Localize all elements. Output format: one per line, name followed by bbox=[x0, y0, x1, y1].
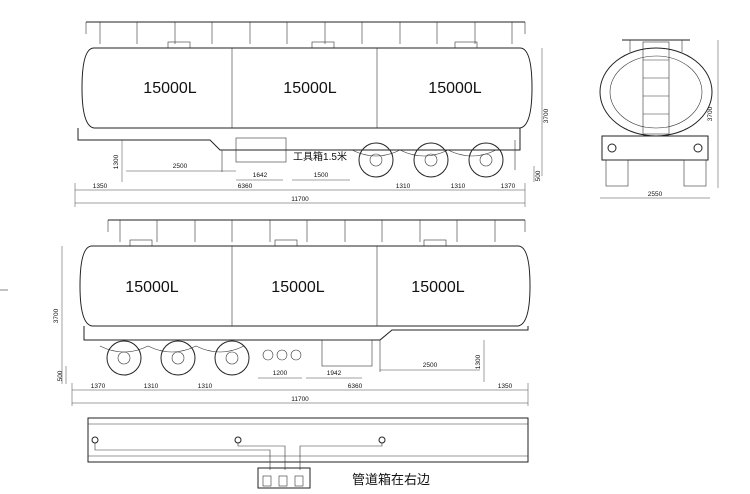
dim-rear: 1370 bbox=[91, 383, 106, 390]
tail-light bbox=[693, 143, 703, 153]
toolbox-label: 工具箱1.5米 bbox=[293, 150, 347, 163]
dim-rear: 1370 bbox=[501, 183, 516, 190]
wheel bbox=[358, 142, 394, 178]
plan-frame bbox=[87, 417, 529, 463]
plan-view: 管道箱在右边 bbox=[87, 417, 529, 489]
dim-ground: 500 bbox=[57, 370, 64, 381]
wheel bbox=[214, 340, 250, 376]
dim-rear-height: 3700 bbox=[707, 106, 714, 121]
chassis bbox=[83, 326, 529, 341]
compartment-label: 15000L bbox=[428, 80, 481, 97]
pipe-fitting bbox=[91, 436, 99, 444]
compartment-label: 15000L bbox=[283, 80, 336, 97]
pipe-run bbox=[94, 443, 271, 470]
dim-1942: 1942 bbox=[327, 370, 342, 377]
dim-height: 3700 bbox=[53, 308, 60, 323]
pipe-fitting bbox=[234, 436, 242, 444]
toolbox bbox=[235, 137, 287, 163]
dimensions-bottom: 3700 500 1200 1942 2500 1300 1370 1310 1… bbox=[53, 246, 529, 406]
rear-bumper bbox=[601, 135, 709, 161]
compartment-label: 15000L bbox=[411, 279, 464, 296]
manhole bbox=[311, 41, 335, 49]
side-view-bottom: 15000L 15000L 15000L 3700 500 1200 1942 … bbox=[53, 219, 531, 406]
dim-axle2: 1310 bbox=[451, 183, 466, 190]
wheel bbox=[413, 142, 449, 178]
tank-end bbox=[599, 47, 713, 137]
dim-1200: 1200 bbox=[273, 370, 288, 377]
dim-1500: 1500 bbox=[314, 172, 329, 179]
dim-axle1: 1310 bbox=[396, 183, 411, 190]
dim-2500: 2500 bbox=[423, 362, 438, 369]
wheel bbox=[468, 142, 504, 178]
pipe-run bbox=[299, 443, 383, 470]
suspension bbox=[99, 345, 245, 353]
handrail-top bbox=[85, 21, 526, 44]
dim-wheelbase: 6360 bbox=[348, 383, 363, 390]
dim-wheelbase: 6360 bbox=[238, 183, 253, 190]
manhole bbox=[454, 41, 478, 49]
dim-kingpin-height: 1300 bbox=[475, 354, 482, 369]
dim-front: 1350 bbox=[93, 183, 108, 190]
compartment-label: 15000L bbox=[143, 80, 196, 97]
valve bbox=[276, 349, 288, 361]
dim-kingpin-height: 1300 bbox=[113, 154, 120, 169]
dim-ground: 500 bbox=[535, 170, 542, 181]
wheel bbox=[160, 340, 196, 376]
manhole bbox=[129, 239, 153, 247]
dim-height: 3700 bbox=[543, 108, 550, 123]
compartment-label: 15000L bbox=[271, 279, 324, 296]
chassis bbox=[77, 128, 521, 151]
tail-light bbox=[607, 143, 617, 153]
manhole bbox=[423, 239, 447, 247]
pipe-box-note: 管道箱在右边 bbox=[352, 472, 430, 487]
dim-total: 11700 bbox=[291, 396, 309, 403]
compartment-label: 15000L bbox=[125, 279, 178, 296]
valve bbox=[262, 349, 274, 361]
suspension bbox=[351, 149, 497, 157]
manhole bbox=[274, 239, 298, 247]
ladder bbox=[642, 41, 670, 135]
dim-total: 11700 bbox=[291, 196, 309, 203]
pipe-box bbox=[257, 467, 311, 489]
pipe-box bbox=[321, 339, 373, 367]
side-view-top: 15000L 15000L 15000L 工具箱1.5米 3700 1300 2… bbox=[74, 21, 550, 207]
dim-1642: 1642 bbox=[253, 172, 268, 179]
dim-rear-width: 2550 bbox=[648, 191, 663, 198]
wheel bbox=[106, 340, 142, 376]
dim-front: 1350 bbox=[498, 383, 513, 390]
pipe-fitting bbox=[378, 436, 386, 444]
valve bbox=[290, 349, 302, 361]
tank-body bbox=[79, 245, 531, 327]
rear-view: 3700 2550 bbox=[599, 39, 719, 199]
pipe-run bbox=[237, 443, 286, 470]
dimensions-top: 3700 1300 2500 1642 1500 500 1350 6360 1… bbox=[74, 48, 550, 207]
dim-axle1: 1310 bbox=[144, 383, 159, 390]
dim-2500: 2500 bbox=[173, 163, 188, 170]
manhole bbox=[167, 41, 191, 49]
handrail-bottom bbox=[107, 219, 526, 242]
dim-axle2: 1310 bbox=[198, 383, 213, 390]
